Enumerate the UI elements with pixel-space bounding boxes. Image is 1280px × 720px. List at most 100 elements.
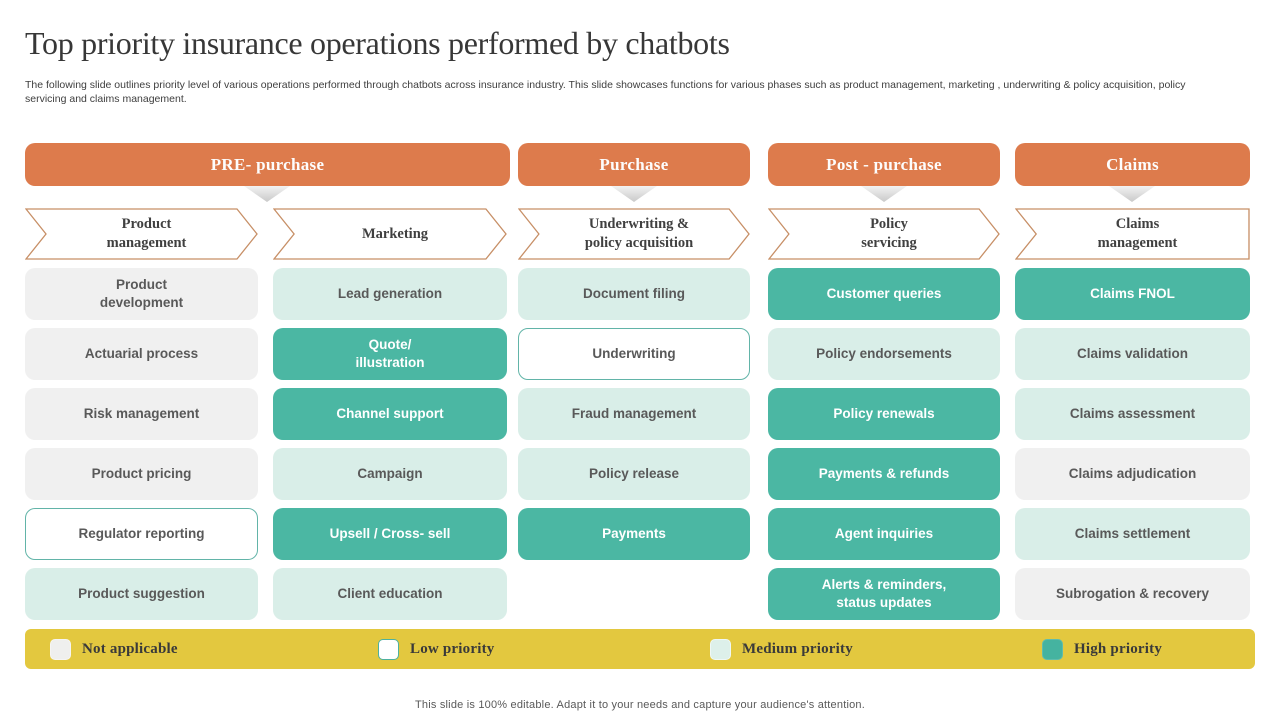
legend-label: Not applicable: [82, 640, 178, 657]
stage-arrow-product-management: Product management: [25, 208, 258, 260]
operation-cell-regulator-reporting: Regulator reporting: [25, 508, 258, 560]
operation-cell-actuarial-process: Actuarial process: [25, 328, 258, 380]
operation-cell-alerts-reminders-status-updates: Alerts & reminders, status updates: [768, 568, 1000, 620]
operation-cell-product-development: Product development: [25, 268, 258, 320]
operation-label: Alerts & reminders, status updates: [821, 577, 947, 610]
operation-cell-claims-validation: Claims validation: [1015, 328, 1250, 380]
operation-cell-policy-endorsements: Policy endorsements: [768, 328, 1000, 380]
operation-label: Channel support: [336, 406, 444, 422]
legend-swatch-medium: [710, 638, 731, 660]
operation-cell-claims-fnol: Claims FNOL: [1015, 268, 1250, 320]
operation-label: Claims settlement: [1074, 526, 1191, 542]
operation-label: Claims validation: [1076, 346, 1189, 362]
operation-label: Claims assessment: [1069, 406, 1196, 422]
slide-subtitle: The following slide outlines priority le…: [25, 79, 1186, 106]
stage-label: Marketing: [361, 225, 429, 242]
arrow-shape: [518, 208, 750, 260]
operation-label: Lead generation: [337, 286, 443, 302]
operation-label: Upsell / Cross- sell: [329, 526, 451, 542]
legend-bar: Not applicable Low priority Medium priorit…: [25, 629, 1255, 669]
operation-cell-product-suggestion: Product suggestion: [25, 568, 258, 620]
operation-cell-payments-refunds: Payments & refunds: [768, 448, 1000, 500]
operation-label: Customer queries: [826, 286, 942, 302]
operation-cell-subrogation-recovery: Subrogation & recovery: [1015, 568, 1250, 620]
legend-label: Medium priority: [742, 640, 853, 657]
operation-cell-document-filing: Document filing: [518, 268, 750, 320]
phase-pointer-triangle: [611, 186, 657, 202]
phase-header-purchase: Purchase: [518, 143, 750, 186]
page-title: Top priority insurance operations perfor…: [25, 25, 730, 61]
operation-label: Payments: [602, 526, 666, 542]
operation-cell-policy-release: Policy release: [518, 448, 750, 500]
stage-arrow-policy-servicing: Policy servicing: [768, 208, 1000, 260]
operation-cell-quote-illustration: Quote/ illustration: [273, 328, 507, 380]
phase-header-pre-purchase: PRE- purchase: [25, 143, 510, 186]
operation-cell-underwriting: Underwriting: [518, 328, 750, 380]
operation-label: Agent inquiries: [834, 526, 934, 542]
operation-label: Policy renewals: [833, 406, 935, 422]
phase-pointer-triangle: [861, 186, 907, 202]
stage-arrow-underwriting-policy-acquisition: Underwriting & policy acquisition: [518, 208, 750, 260]
legend-swatch-not-applicable: [50, 638, 71, 660]
legend-label: High priority: [1074, 640, 1163, 657]
arrow-shape: [1015, 208, 1250, 260]
operation-label: Client education: [337, 586, 443, 602]
operation-label: Actuarial process: [84, 346, 199, 362]
operation-label: Product development: [99, 277, 184, 310]
operation-cell-channel-support: Channel support: [273, 388, 507, 440]
operation-label: Claims adjudication: [1068, 466, 1197, 482]
operation-label: Product pricing: [91, 466, 192, 482]
operation-label: Regulator reporting: [78, 526, 205, 542]
footer-note: This slide is 100% editable. Adapt it to…: [415, 699, 865, 711]
operation-label: Risk management: [83, 406, 200, 422]
operation-cell-payments: Payments: [518, 508, 750, 560]
operation-cell-claims-adjudication: Claims adjudication: [1015, 448, 1250, 500]
operation-cell-agent-inquiries: Agent inquiries: [768, 508, 1000, 560]
stage-label: Product management: [106, 216, 187, 251]
arrow-shape: [768, 208, 1000, 260]
phase-header-post-purchase: Post - purchase: [768, 143, 1000, 186]
operation-label: Underwriting: [592, 346, 676, 362]
arrow-shape: [273, 208, 507, 260]
operation-label: Policy endorsements: [816, 346, 952, 362]
operation-cell-upsell-cross-sell: Upsell / Cross- sell: [273, 508, 507, 560]
phase-pointer-triangle: [244, 186, 290, 202]
operation-label: Claims FNOL: [1090, 286, 1175, 302]
operation-cell-policy-renewals: Policy renewals: [768, 388, 1000, 440]
operation-cell-risk-management: Risk management: [25, 388, 258, 440]
legend-item-medium-priority: Medium priority: [710, 629, 853, 669]
legend-item-not-applicable: Not applicable: [50, 629, 178, 669]
legend-item-high-priority: High priority: [1042, 629, 1162, 669]
stage-label: Claims management: [1097, 216, 1178, 251]
legend-swatch-low: [378, 638, 399, 660]
operation-cell-product-pricing: Product pricing: [25, 448, 258, 500]
stage-label: Underwriting & policy acquisition: [584, 216, 694, 251]
operation-label: Policy release: [588, 466, 680, 482]
legend-swatch-high: [1042, 638, 1063, 660]
operation-label: Quote/ illustration: [355, 337, 425, 370]
stage-arrow-marketing: Marketing: [273, 208, 507, 260]
stage-label: Policy servicing: [861, 216, 917, 251]
operation-label: Product suggestion: [78, 586, 205, 602]
operation-label: Payments & refunds: [818, 466, 950, 482]
operation-cell-claims-assessment: Claims assessment: [1015, 388, 1250, 440]
phase-label: Claims: [1106, 154, 1159, 174]
legend-item-low-priority: Low priority: [378, 629, 494, 669]
phase-label: PRE- purchase: [210, 154, 325, 174]
phase-header-claims: Claims: [1015, 143, 1250, 186]
legend-label: Low priority: [410, 640, 495, 657]
operation-cell-claims-settlement: Claims settlement: [1015, 508, 1250, 560]
operation-label: Document filing: [583, 286, 685, 302]
operation-label: Campaign: [357, 466, 423, 482]
arrow-shape: [25, 208, 258, 260]
operation-cell-customer-queries: Customer queries: [768, 268, 1000, 320]
operation-label: Subrogation & recovery: [1055, 586, 1210, 602]
operation-cell-campaign: Campaign: [273, 448, 507, 500]
operation-label: Fraud management: [571, 406, 697, 422]
operation-cell-lead-generation: Lead generation: [273, 268, 507, 320]
phase-label: Purchase: [599, 154, 669, 174]
